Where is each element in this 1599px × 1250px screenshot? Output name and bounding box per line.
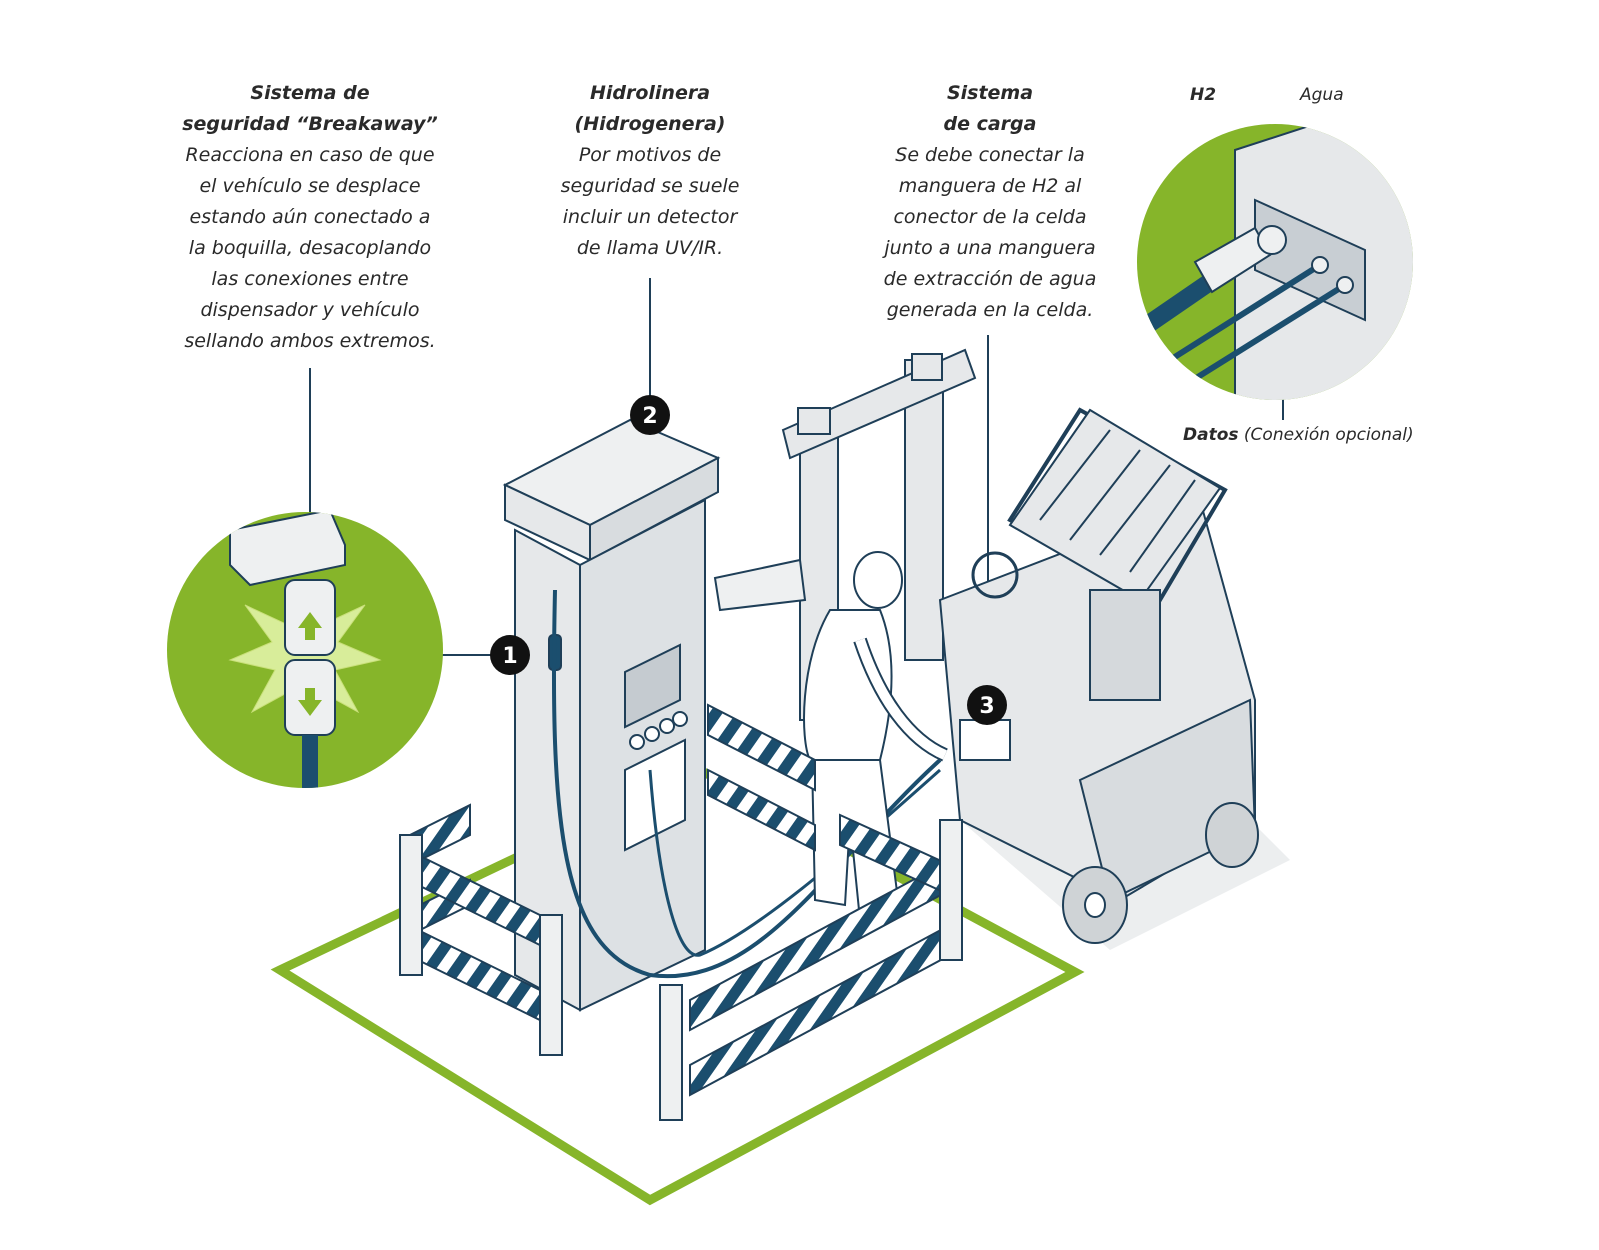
forklift-mast-cap2 bbox=[911, 353, 943, 381]
h2-receptacle bbox=[1257, 225, 1287, 255]
station-title-line2: (Hidrogenera) bbox=[574, 113, 726, 135]
charging-desc-line: conector de la celda bbox=[893, 206, 1087, 228]
barrier-rail bbox=[707, 703, 816, 792]
dispenser-roof-side bbox=[589, 456, 719, 562]
barrier-post bbox=[939, 819, 963, 961]
dispenser-nozzle-panel bbox=[624, 738, 686, 852]
h2-label-text: H2 bbox=[1190, 85, 1217, 105]
arrow-down-icon bbox=[298, 688, 322, 716]
forklift-fork bbox=[713, 558, 807, 612]
charging-desc-line: manguera de H2 al bbox=[898, 175, 1082, 197]
datos-note-text: (Conexión opcional) bbox=[1243, 425, 1414, 445]
data-connector bbox=[1336, 276, 1354, 294]
breakaway-hose bbox=[302, 735, 318, 788]
dispenser-button bbox=[644, 726, 660, 742]
forklift-mast-right bbox=[904, 359, 944, 661]
barrier-rail bbox=[707, 768, 816, 852]
hydrogen-dispenser bbox=[502, 418, 721, 1012]
dispenser-body-side bbox=[579, 498, 706, 1012]
forklift-wheel-front-hub bbox=[1084, 892, 1106, 918]
breakaway-desc-line: las conexiones entre bbox=[211, 268, 409, 290]
connector-detail-circle bbox=[1137, 124, 1413, 400]
dispenser-screen bbox=[624, 643, 681, 729]
h2-label: H2 bbox=[1190, 85, 1216, 105]
breakaway-desc-line: estando aún conectado a bbox=[189, 206, 431, 228]
operator-head bbox=[853, 551, 903, 609]
h2-nozzle bbox=[1193, 226, 1272, 294]
forklift-wheel-rear bbox=[1205, 802, 1259, 868]
safety-barrier bbox=[399, 703, 963, 1121]
forklift bbox=[713, 348, 1259, 944]
breakaway-title-line1: Sistema de bbox=[250, 82, 370, 104]
breakaway-desc-line: sellando ambos extremos. bbox=[184, 330, 436, 352]
breakaway-desc-line: la boquilla, desacoplando bbox=[188, 237, 432, 259]
badge-3-label: 3 bbox=[979, 694, 994, 719]
water-hose bbox=[1168, 262, 1322, 363]
barrier-post bbox=[659, 984, 683, 1121]
dispenser-button bbox=[659, 718, 675, 734]
operator-arm-fill bbox=[855, 638, 948, 760]
charging-desc-line: junto a una manguera bbox=[884, 237, 1096, 259]
barrier-post bbox=[399, 834, 423, 976]
badge-1: 1 bbox=[490, 635, 530, 675]
badge-2: 2 bbox=[630, 395, 670, 435]
breakaway-annotation: Sistema de seguridad “Breakaway” Reaccio… bbox=[160, 78, 460, 357]
station-desc-line: Por motivos de bbox=[578, 144, 722, 166]
station-desc-line: incluir un detector bbox=[562, 206, 738, 228]
breakaway-desc-line: Reacciona en caso de que bbox=[185, 144, 435, 166]
agua-label: Agua bbox=[1300, 85, 1344, 105]
datos-label-text: Datos bbox=[1183, 425, 1239, 445]
station-desc-line: de llama UV/IR. bbox=[576, 237, 724, 259]
forklift-fuel-connector bbox=[959, 719, 1011, 761]
charging-system-annotation: Sistema de carga Se debe conectar la man… bbox=[855, 78, 1125, 326]
agua-label-text: Agua bbox=[1300, 85, 1344, 105]
breakaway-mount bbox=[229, 512, 346, 587]
breakaway-detail-circle bbox=[167, 512, 443, 788]
hydrogen-station-annotation: Hidrolinera (Hidrogenera) Por motivos de… bbox=[530, 78, 770, 264]
breakaway-desc-line: dispensador y vehículo bbox=[200, 299, 420, 321]
charging-title-line2: de carga bbox=[943, 113, 1037, 135]
badge-2-label: 2 bbox=[642, 404, 657, 429]
breakaway-title-line2: seguridad “Breakaway” bbox=[182, 113, 438, 135]
station-desc-line: seguridad se suele bbox=[560, 175, 740, 197]
data-cable bbox=[1183, 282, 1347, 388]
forklift-roof-grid bbox=[1008, 408, 1222, 602]
barrier-post bbox=[539, 914, 563, 1056]
forklift-mast-top bbox=[781, 348, 977, 460]
dispenser-button bbox=[629, 734, 645, 750]
datos-label: Datos (Conexión opcional) bbox=[1183, 425, 1414, 445]
station-title-line1: Hidrolinera bbox=[589, 82, 711, 104]
dispenser-button bbox=[672, 711, 688, 727]
charging-desc-line: de extracción de agua bbox=[883, 268, 1097, 290]
breakaway-desc-line: el vehículo se desplace bbox=[199, 175, 421, 197]
charging-desc-line: Se debe conectar la bbox=[895, 144, 1085, 166]
water-connector bbox=[1311, 256, 1329, 274]
forklift-mast-cap bbox=[797, 407, 831, 435]
arrow-up-icon bbox=[298, 612, 322, 640]
charging-title-line1: Sistema bbox=[946, 82, 1034, 104]
forklift-seat bbox=[1089, 589, 1161, 701]
forklift-steering-wheel bbox=[971, 551, 1019, 599]
badge-1-label: 1 bbox=[502, 644, 517, 669]
badge-3: 3 bbox=[967, 685, 1007, 725]
charging-desc-line: generada en la celda. bbox=[886, 299, 1094, 321]
